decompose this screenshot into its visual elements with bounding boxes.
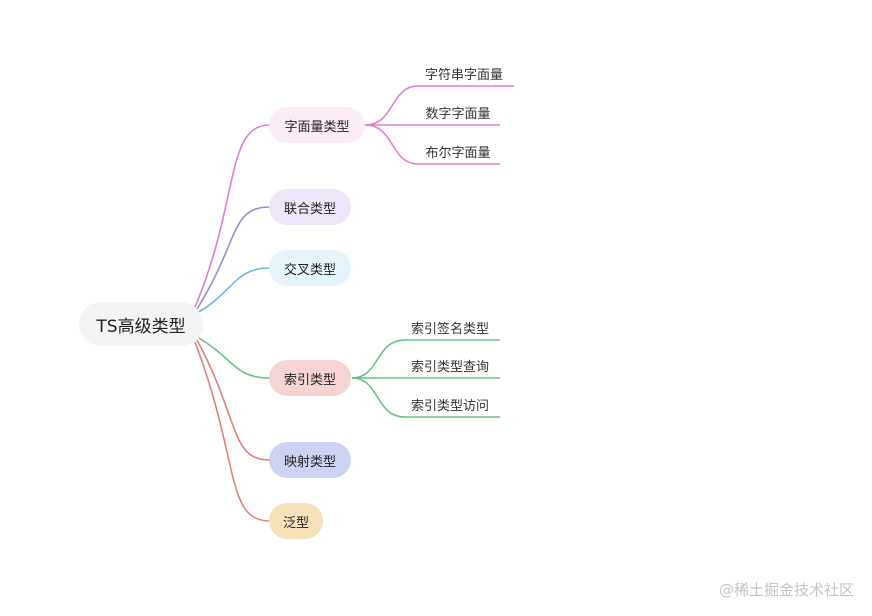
root-node[interactable]: TS高级类型 (79, 302, 203, 346)
leaf-node-index-access[interactable]: 索引类型访问 (410, 399, 489, 414)
leaf-connector (364, 85, 514, 126)
branch-node-index-types[interactable]: 索引类型 (269, 360, 351, 396)
branch-connector (194, 124, 271, 308)
leaf-connector (351, 377, 500, 418)
branch-node-intersection-types[interactable]: 交叉类型 (269, 250, 351, 286)
leaf-connector (364, 124, 500, 165)
branch-connector (196, 339, 271, 461)
leaf-node-boolean-literal[interactable]: 布尔字面量 (425, 146, 491, 161)
leaf-node-index-query[interactable]: 索引类型查询 (410, 360, 489, 375)
branch-node-mapped-types[interactable]: 映射类型 (269, 442, 351, 478)
branch-node-union-types[interactable]: 联合类型 (269, 189, 351, 225)
branch-connector (196, 206, 271, 310)
branch-node-generics[interactable]: 泛型 (269, 503, 323, 539)
branch-node-literal-types[interactable]: 字面量类型 (269, 107, 365, 143)
leaf-connector (351, 339, 500, 379)
watermark: @稀土掘金技术社区 (718, 581, 854, 599)
leaf-node-index-signature[interactable]: 索引签名类型 (410, 322, 489, 337)
leaf-node-string-literal[interactable]: 字符串字面量 (424, 68, 503, 83)
branch-connector (198, 267, 271, 313)
branch-connector (198, 337, 271, 379)
branch-connector (194, 341, 271, 522)
leaf-node-number-literal[interactable]: 数字字面量 (425, 107, 491, 122)
